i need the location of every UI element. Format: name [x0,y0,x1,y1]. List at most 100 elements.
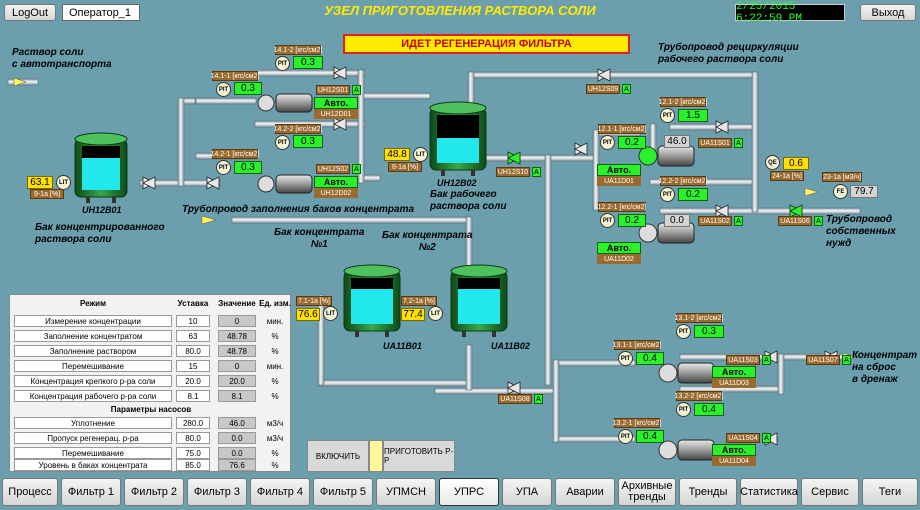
valve-uh12s02-tag[interactable]: UH12S02 [316,164,350,174]
tank-tag-ua11b01: UA11B01 [383,341,422,351]
nav-archive-trends[interactable]: Архивные тренды [618,478,676,506]
valve-ua11s07-tag[interactable]: UA11S07 [806,355,840,365]
tank-ua11b01 [343,264,401,337]
pit-12-1-2-value: 1.5 [678,109,708,122]
pit-12-1-2-icon[interactable]: PIT [660,108,675,123]
lit-7-1-tag: 7.1-1a [%] [296,296,332,306]
pit-12-1-1-icon[interactable]: PIT [600,135,615,150]
nav-filter-1[interactable]: Фильтр 1 [61,478,121,506]
pump-ua11d04-mode[interactable]: Авто. UA11D04 [712,444,756,466]
pump-ua11d01 [638,145,695,167]
pit-13-2-2-icon[interactable]: PIT [676,402,691,417]
valve-ua11s02-indicator: A [734,216,743,226]
mode-row-unit: % [271,331,279,341]
pump-param-unit: % [271,448,279,458]
fe-23-1a-tag: 23-1a [м3/ч] [822,172,862,182]
pump-param-setpoint[interactable]: 75.0 [176,447,210,459]
mode-row-unit: % [271,346,279,356]
exit-button[interactable]: Выход [860,4,916,21]
valve-ua11s02-tag[interactable]: UA11S02 [698,216,732,226]
pump-param-value: 76.6 [218,459,256,471]
mode-row-setpoint[interactable]: 15 [176,360,210,372]
mode-row-setpoint[interactable]: 8.1 [176,390,210,402]
mode-row-setpoint[interactable]: 63 [176,330,210,342]
nav-upa[interactable]: УПА [502,478,552,506]
qe-24-1a-tag: 24-1a [%] [770,171,804,181]
qe-24-1a-icon[interactable]: QE [765,155,780,170]
valve-ua11s08-indicator: A [534,394,543,404]
pump-param-row: Уровень в баках концентрата 85.0 76.6 % [10,459,292,472]
nav-uprs[interactable]: УПРС [439,478,499,506]
pit-13-1-2-icon[interactable]: PIT [676,324,691,339]
pit-13-2-1-value: 0.4 [636,430,664,443]
nav-tags[interactable]: Теги [862,478,918,506]
pump-ua11d01-mode[interactable]: Авто. UA11D01 [597,164,641,186]
mode-row-value: 48.78 [218,345,256,357]
tank-uh12b01 [74,132,128,203]
valve-ua11s08-tag[interactable]: UA11S08 [498,394,532,404]
nav-alarms[interactable]: Аварии [555,478,615,506]
nav-process[interactable]: Процесс [2,478,58,506]
mode-row: Заполнение раствором 80.0 48.78 % [10,345,292,358]
mode-parameters-panel: Режим Уставка Значение Ед. изм. Измерени… [9,294,291,472]
nav-service[interactable]: Сервис [801,478,859,506]
logout-button[interactable]: LogOut [4,4,56,21]
nav-statistics[interactable]: Статистика [740,478,798,506]
tank-uh12b02 [429,101,487,176]
nav-filter-3[interactable]: Фильтр 3 [187,478,247,506]
pump-mode-label: Авто. [712,444,756,456]
pump-param-setpoint[interactable]: 280.0 [176,417,210,429]
valve-uh12s10-tag[interactable]: UH12S10 [496,167,530,177]
lit-7-1-icon[interactable]: LIT [323,306,338,321]
valve-ua11s06-tag[interactable]: UA11S06 [778,216,812,226]
pit-14-1-2-icon[interactable]: PIT [275,56,290,71]
valve-ua11s03-tag[interactable]: UA11S03 [726,355,760,365]
pump-ua11d02-mode[interactable]: Авто. UA11D02 [597,242,641,264]
nav-filter-5[interactable]: Фильтр 5 [313,478,373,506]
pit-14-1-1-icon[interactable]: PIT [216,82,231,97]
label-own-needs: Трубопровод собственных нужд [826,214,896,249]
tank-tag-uh12b01: UH12B01 [82,205,122,215]
pit-14-2-2-icon[interactable]: PIT [275,135,290,150]
pump-mode-label: Авто. [314,97,358,109]
pump-mode-label: Авто. [597,242,641,254]
lit-9-1a-icon[interactable]: LIT [56,175,71,190]
mode-row-setpoint[interactable]: 10 [176,315,210,327]
page-title: УЗЕЛ ПРИГОТОВЛЕНИЯ РАСТВОРА СОЛИ [324,3,596,18]
prepare-solution-button[interactable]: ПРИГОТОВИТЬ Р-Р [383,440,455,472]
mode-row-setpoint[interactable]: 80.0 [176,345,210,357]
nav-filter-4[interactable]: Фильтр 4 [250,478,310,506]
qe-24-1a-value: 0.6 [783,157,809,170]
pump-param-setpoint[interactable]: 80.0 [176,432,210,444]
pump-param-name: Уровень в баках концентрата [14,459,172,471]
mode-row-value: 0 [218,360,256,372]
pump-ua11d03-mode[interactable]: Авто. UA11D03 [712,366,756,388]
lit-8-1a-icon[interactable]: LIT [413,147,428,162]
pump-uh12d02-mode[interactable]: Авто. UH12D02 [314,176,358,198]
pump-uh12d01-mode[interactable]: Авто. UH12D01 [314,97,358,119]
fe-23-1a-icon[interactable]: FE [833,184,848,199]
valve-uh12s09-tag[interactable]: UH12S09 [586,84,620,94]
mode-row-name: Перемешивание [14,360,172,372]
lit-7-2-icon[interactable]: LIT [428,306,443,321]
pump-param-value: 0.0 [218,432,256,444]
pit-13-2-1-icon[interactable]: PIT [618,429,633,444]
pit-12-2-1-icon[interactable]: PIT [600,213,615,228]
valve-ua11s04-tag[interactable]: UA11S04 [726,433,760,443]
nav-filter-2[interactable]: Фильтр 2 [124,478,184,506]
mode-row: Заполнение концентратом 63 48.78 % [10,330,292,343]
nav-trends[interactable]: Тренды [679,478,737,506]
pump-ua11d04 [658,439,715,461]
mode-row-setpoint[interactable]: 20.0 [176,375,210,387]
pump-param-name: Уплотнение [14,417,172,429]
valve-uh12s01-tag[interactable]: UH12S01 [316,85,350,95]
pit-13-1-1-icon[interactable]: PIT [618,351,633,366]
nav-upmsn[interactable]: УПМСН [376,478,436,506]
valve-ua11s01-tag[interactable]: UA11S01 [698,138,732,148]
tank-tag-ua11b02: UA11B02 [491,341,530,351]
enable-button[interactable]: ВКЛЮЧИТЬ [307,440,369,472]
pump-param-setpoint[interactable]: 85.0 [176,459,210,471]
pit-12-2-2-icon[interactable]: PIT [660,187,675,202]
pit-14-2-1-icon[interactable]: PIT [216,160,231,175]
